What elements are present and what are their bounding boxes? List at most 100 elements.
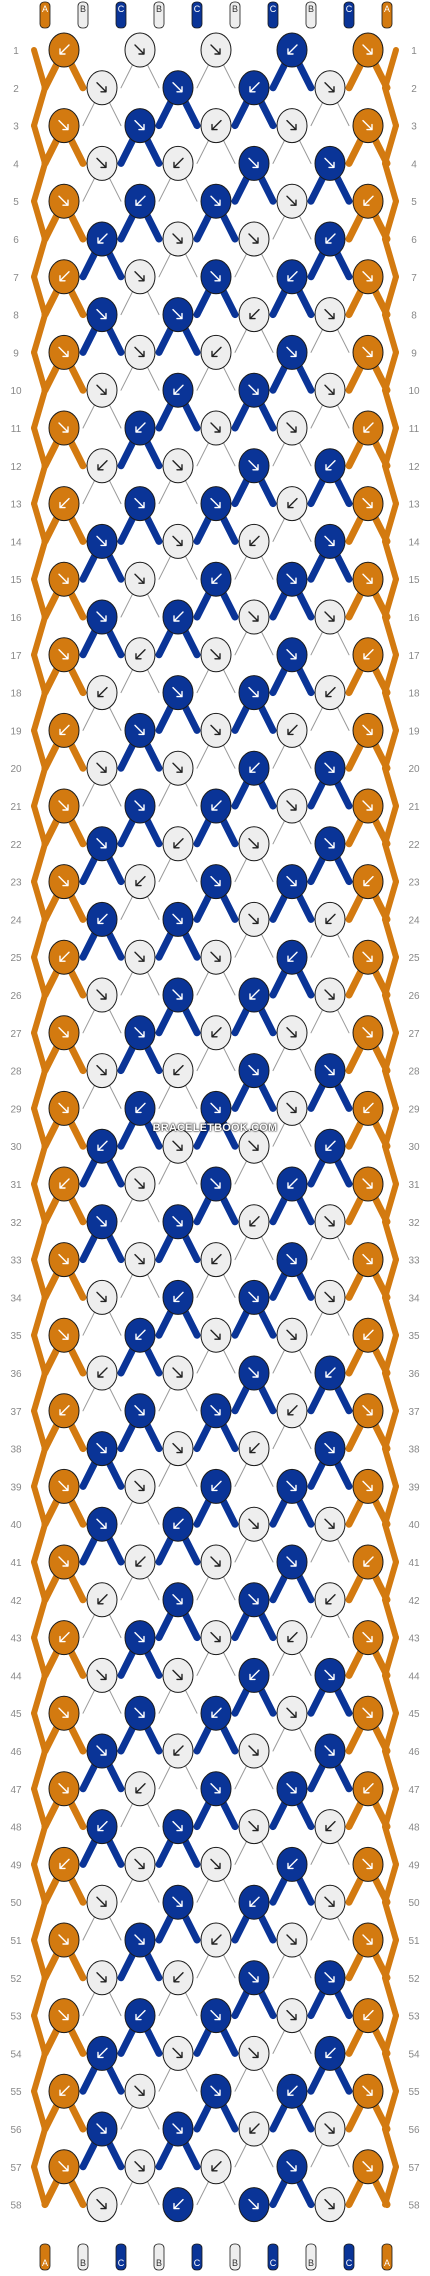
- edge-thread-right: [382, 1407, 399, 1452]
- edge-thread-left: [31, 2050, 48, 2095]
- diagonal-arrow-icon: [248, 1367, 259, 1378]
- edge-thread-left: [31, 576, 48, 620]
- diagonal-arrow-icon: [287, 951, 298, 962]
- row-number-left: 58: [10, 2201, 22, 2212]
- diagonal-arrow-icon: [134, 1858, 145, 1870]
- diagonal-arrow-icon: [97, 686, 108, 698]
- diagonal-arrow-icon: [135, 2009, 146, 2021]
- row-number-left: 17: [10, 651, 22, 662]
- diagonal-arrow-icon: [324, 1291, 335, 1303]
- diagonal-arrow-icon: [249, 1442, 260, 1454]
- diagonal-arrow-icon: [248, 1594, 259, 1605]
- edge-thread-right: [382, 2050, 399, 2095]
- edge-thread-right: [382, 84, 399, 129]
- diagonal-arrow-icon: [96, 157, 107, 169]
- diagonal-arrow-icon: [362, 271, 373, 282]
- row-number-left: 43: [10, 1634, 22, 1645]
- diagonal-arrow-icon: [58, 119, 69, 131]
- row-number-left: 32: [10, 1218, 22, 1229]
- edge-thread-left: [31, 1823, 48, 1868]
- edge-thread-left: [31, 236, 48, 280]
- row-number-left: 51: [10, 1936, 22, 1947]
- diagonal-arrow-icon: [324, 1216, 335, 1227]
- edge-thread-right: [382, 1143, 399, 1187]
- diagonal-arrow-icon: [96, 1745, 107, 1756]
- diagonal-arrow-icon: [96, 1291, 107, 1303]
- diagonal-arrow-icon: [96, 1669, 107, 1681]
- edge-thread-right: [382, 1218, 399, 1263]
- row-number-left: 1: [13, 46, 19, 57]
- row-number-left: 19: [10, 726, 22, 737]
- edge-thread-right: [382, 803, 399, 847]
- diagonal-arrow-icon: [134, 573, 145, 584]
- row-number-right: 41: [408, 1558, 420, 1569]
- strand-tab: [115, 2243, 127, 2271]
- strand-label: B: [80, 2258, 86, 2268]
- row-number-left: 42: [10, 1596, 22, 1607]
- diagonal-arrow-icon: [58, 1102, 69, 1114]
- edge-thread-right: [382, 614, 399, 658]
- row-number-left: 34: [10, 1293, 22, 1304]
- diagonal-arrow-icon: [173, 1291, 184, 1303]
- row-number-right: 15: [408, 575, 420, 586]
- diagonal-arrow-icon: [210, 1405, 221, 1416]
- diagonal-arrow-icon: [287, 1178, 298, 1189]
- diagonal-arrow-icon: [248, 1140, 259, 1151]
- edge-thread-right: [382, 954, 399, 998]
- edge-thread-left: [31, 689, 48, 734]
- row-number-right: 37: [408, 1407, 420, 1418]
- edge-thread-left: [31, 387, 48, 431]
- diagonal-arrow-icon: [97, 1367, 108, 1378]
- row-number-right: 13: [408, 500, 420, 511]
- diagonal-arrow-icon: [135, 422, 146, 433]
- diagonal-arrow-icon: [134, 497, 145, 509]
- row-number-right: 52: [408, 1974, 420, 1985]
- diagonal-arrow-icon: [172, 762, 183, 773]
- diagonal-arrow-icon: [134, 2085, 145, 2096]
- edge-thread-left: [31, 916, 48, 961]
- diagonal-arrow-icon: [58, 1329, 69, 1340]
- edge-thread-left: [31, 2088, 48, 2132]
- diagonal-arrow-icon: [134, 1934, 145, 1945]
- diagonal-arrow-icon: [363, 1102, 374, 1114]
- diagonal-arrow-icon: [363, 1783, 374, 1794]
- edge-thread-left: [31, 1634, 48, 1679]
- edge-thread-left: [31, 1596, 48, 1641]
- row-number-left: 18: [10, 689, 22, 700]
- diagonal-arrow-icon: [172, 535, 183, 547]
- row-number-left: 50: [10, 1898, 22, 1909]
- diagonal-arrow-icon: [58, 1556, 69, 1567]
- diagonal-arrow-icon: [325, 1140, 336, 1151]
- row-number-left: 48: [10, 1823, 22, 1834]
- edge-thread-left: [31, 1483, 48, 1528]
- diagonal-arrow-icon: [172, 1367, 183, 1378]
- diagonal-arrow-icon: [58, 649, 69, 660]
- row-number-left: 11: [11, 424, 22, 435]
- diagonal-arrow-icon: [172, 233, 183, 244]
- row-number-left: 35: [10, 1331, 22, 1342]
- diagonal-arrow-icon: [134, 800, 145, 811]
- edge-thread-right: [382, 1256, 399, 1301]
- edge-thread-left: [31, 84, 48, 129]
- diagonal-arrow-icon: [59, 1858, 70, 1870]
- row-number-left: 16: [10, 613, 22, 624]
- edge-thread-left: [31, 1407, 48, 1452]
- strand-label: C: [270, 4, 277, 14]
- row-number-right: 11: [409, 424, 420, 435]
- edge-thread-left: [31, 992, 48, 1036]
- diagonal-arrow-icon: [172, 1140, 183, 1151]
- diagonal-arrow-icon: [134, 1027, 145, 1038]
- diagonal-arrow-icon: [286, 1783, 297, 1794]
- diagonal-arrow-icon: [362, 2085, 373, 2096]
- edge-thread-left: [31, 1105, 48, 1150]
- row-number-left: 2: [13, 84, 19, 95]
- diagonal-arrow-icon: [286, 1707, 297, 1718]
- diagonal-arrow-icon: [287, 1858, 298, 1870]
- diagonal-arrow-icon: [324, 308, 335, 320]
- diagonal-arrow-icon: [58, 875, 69, 887]
- row-number-left: 15: [10, 575, 22, 586]
- row-number-right: 20: [408, 764, 420, 775]
- diagonal-arrow-icon: [324, 762, 335, 773]
